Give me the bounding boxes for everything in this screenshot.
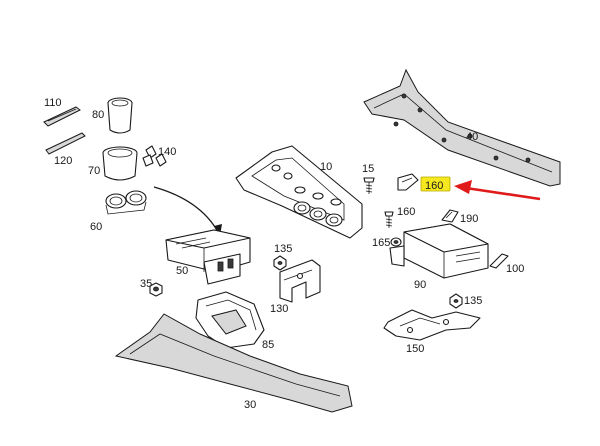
- part-50-module[interactable]: [165, 229, 251, 285]
- part-85-carrier[interactable]: [195, 291, 265, 349]
- leader-arrow: [153, 186, 219, 233]
- label-110: 110: [44, 97, 62, 109]
- part-100-strip[interactable]: [489, 253, 509, 269]
- label-10: 10: [320, 161, 332, 173]
- label-30: 30: [244, 399, 256, 411]
- part-10-console-bezel[interactable]: [235, 145, 363, 239]
- label-190: 190: [460, 213, 478, 225]
- part-15-screw[interactable]: [363, 177, 375, 194]
- part-120-strip[interactable]: [45, 132, 86, 155]
- part-35-nut[interactable]: [149, 282, 163, 297]
- part-90-control-unit[interactable]: [389, 223, 489, 279]
- label-35: 35: [140, 278, 152, 290]
- part-130-bracket[interactable]: [279, 259, 321, 303]
- part-60-ring-holder[interactable]: [105, 190, 147, 215]
- part-160-cover[interactable]: [397, 173, 419, 191]
- label-40: 40: [466, 131, 478, 143]
- label-130: 130: [270, 303, 288, 315]
- label-135-right: 135: [464, 295, 482, 307]
- part-30-lower-panel[interactable]: [114, 313, 353, 413]
- red-pointer-arrow: [454, 180, 541, 201]
- part-150-bracket[interactable]: [383, 309, 481, 341]
- part-110-trim-strip[interactable]: [43, 106, 81, 127]
- label-160-highlighted: 160: [425, 180, 443, 192]
- label-160: 160: [397, 206, 415, 218]
- label-60: 60: [90, 221, 102, 233]
- part-140-clips[interactable]: [142, 145, 167, 167]
- part-160-screw[interactable]: [384, 211, 394, 228]
- label-160-highlight-box: [420, 176, 451, 192]
- part-40-side-trim[interactable]: [363, 68, 561, 187]
- label-120: 120: [54, 155, 72, 167]
- part-190-clip[interactable]: [441, 209, 459, 223]
- label-90: 90: [414, 279, 426, 291]
- part-135-nut-left[interactable]: [273, 255, 287, 271]
- label-15: 15: [362, 163, 374, 175]
- label-100: 100: [506, 263, 524, 275]
- label-140: 140: [158, 146, 176, 158]
- label-80: 80: [92, 109, 104, 121]
- part-165-nut[interactable]: [390, 237, 402, 247]
- label-165: 165: [372, 237, 390, 249]
- label-135-left: 135: [274, 243, 292, 255]
- part-80-cup-insert[interactable]: [107, 97, 133, 134]
- part-135-nut-right[interactable]: [449, 293, 463, 309]
- label-85: 85: [262, 339, 274, 351]
- part-70-cup-holder[interactable]: [102, 146, 138, 181]
- label-50: 50: [176, 265, 188, 277]
- label-70: 70: [88, 165, 100, 177]
- label-150: 150: [406, 343, 424, 355]
